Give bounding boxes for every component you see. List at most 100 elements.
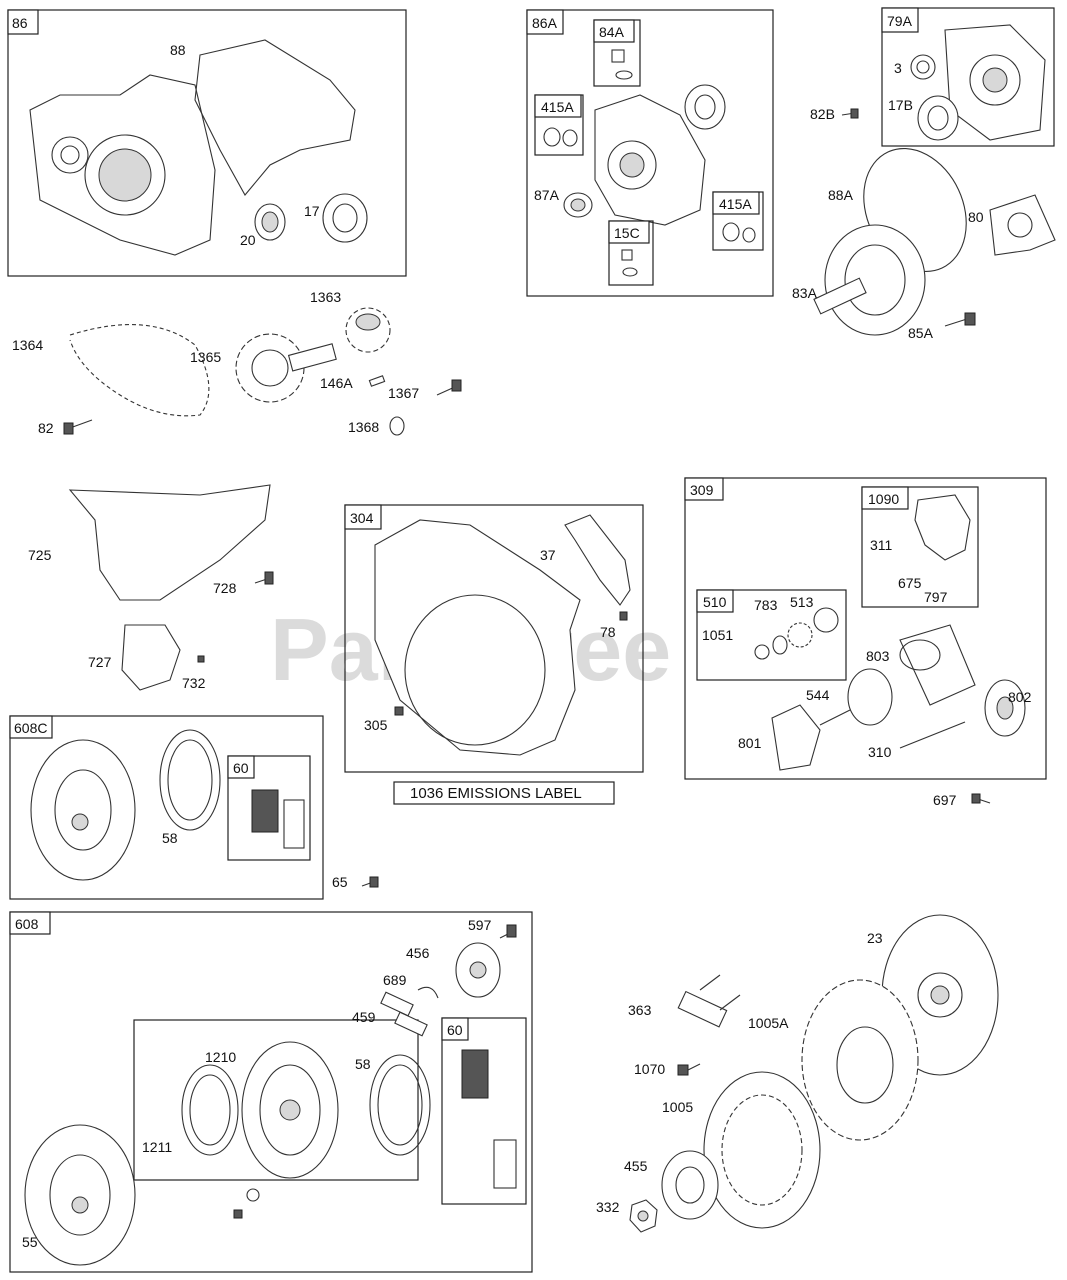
label-544[interactable]: 544	[806, 687, 830, 703]
group-60-tag-box-2	[441, 1017, 469, 1041]
seal-3	[910, 54, 936, 80]
label-82B[interactable]: 82B	[810, 106, 835, 122]
cover-727	[121, 624, 181, 691]
group-608-tag[interactable]: 608	[15, 916, 39, 932]
group-1090-tag[interactable]: 1090	[868, 491, 899, 507]
group-86A-box	[526, 9, 774, 297]
label-23[interactable]: 23	[867, 930, 883, 946]
gear-case-housing	[29, 74, 216, 256]
label-513[interactable]: 513	[790, 594, 814, 610]
group-60-tag-1[interactable]: 60	[233, 760, 249, 776]
label-82[interactable]: 82	[38, 420, 54, 436]
label-1211[interactable]: 1211	[142, 1139, 172, 1155]
group-304-tag[interactable]: 304	[350, 510, 374, 526]
group-608C-tag[interactable]: 608C	[14, 720, 47, 736]
group-60-tag-2[interactable]: 60	[447, 1022, 463, 1038]
group-304-tag-box	[344, 504, 382, 530]
bearing-86A	[684, 84, 726, 130]
group-309-tag[interactable]: 309	[690, 482, 714, 498]
label-1367[interactable]: 1367	[388, 385, 419, 401]
label-37[interactable]: 37	[540, 547, 556, 563]
label-305[interactable]: 305	[364, 717, 388, 733]
label-728[interactable]: 728	[213, 580, 237, 596]
group-510-tag-box	[696, 589, 734, 613]
label-58-a[interactable]: 58	[162, 830, 178, 846]
label-310[interactable]: 310	[868, 744, 892, 760]
label-1368[interactable]: 1368	[348, 419, 379, 435]
group-86-tag[interactable]: 86	[12, 15, 28, 31]
group-86A-tag[interactable]: 86A	[532, 15, 558, 31]
label-87A[interactable]: 87A	[534, 187, 560, 203]
plug-84A	[611, 49, 633, 80]
group-60-box-1	[227, 755, 311, 861]
label-1051[interactable]: 1051	[702, 627, 733, 643]
label-3[interactable]: 3	[894, 60, 902, 76]
label-80[interactable]: 80	[968, 209, 984, 225]
label-85A[interactable]: 85A	[908, 325, 934, 341]
label-1210[interactable]: 1210	[205, 1049, 236, 1065]
bolt-1367	[436, 379, 462, 396]
group-15C-tag[interactable]: 15C	[614, 225, 640, 241]
plug-415A-2	[722, 222, 756, 243]
label-697[interactable]: 697	[933, 792, 957, 808]
label-675[interactable]: 675	[898, 575, 922, 591]
label-597[interactable]: 597	[468, 917, 492, 933]
label-802[interactable]: 802	[1008, 689, 1032, 705]
group-415A-tag-2[interactable]: 415A	[719, 196, 752, 212]
label-1005[interactable]: 1005	[662, 1099, 693, 1115]
spring-1211	[181, 1064, 239, 1156]
label-88[interactable]: 88	[170, 42, 186, 58]
group-304-box	[344, 504, 644, 773]
label-727[interactable]: 727	[88, 654, 112, 670]
label-783[interactable]: 783	[754, 597, 778, 613]
label-17[interactable]: 17	[304, 203, 320, 219]
label-65[interactable]: 65	[332, 874, 348, 890]
label-456[interactable]: 456	[406, 945, 430, 961]
label-1070[interactable]: 1070	[634, 1061, 665, 1077]
label-455[interactable]: 455	[624, 1158, 648, 1174]
bolt-310	[899, 721, 966, 749]
label-17B[interactable]: 17B	[888, 97, 913, 113]
spring-58-a	[159, 729, 221, 831]
label-55[interactable]: 55	[22, 1234, 38, 1250]
label-58-b[interactable]: 58	[355, 1056, 371, 1072]
label-1363[interactable]: 1363	[310, 289, 341, 305]
label-363[interactable]: 363	[628, 1002, 652, 1018]
label-1365[interactable]: 1365	[190, 349, 221, 365]
seal-87A	[563, 192, 593, 218]
label-797[interactable]: 797	[924, 589, 948, 605]
group-309-tag-box	[684, 477, 724, 501]
label-459[interactable]: 459	[352, 1009, 376, 1025]
label-732[interactable]: 732	[182, 675, 206, 691]
group-608C-tag-box	[9, 715, 53, 739]
label-88A[interactable]: 88A	[828, 187, 854, 203]
label-83A[interactable]: 83A	[792, 285, 818, 301]
sprocket-1365	[235, 333, 337, 403]
guard-725	[68, 484, 271, 601]
group-608-box	[9, 911, 533, 1273]
label-803[interactable]: 803	[866, 648, 890, 664]
group-510-tag[interactable]: 510	[703, 594, 727, 610]
fan-1005A	[801, 979, 919, 1141]
label-20[interactable]: 20	[240, 232, 256, 248]
emissions-label[interactable]: 1036 EMISSIONS LABEL	[410, 785, 582, 802]
gasket-88	[194, 39, 356, 196]
label-311[interactable]: 311	[870, 537, 893, 553]
label-78[interactable]: 78	[600, 624, 616, 640]
label-801[interactable]: 801	[738, 735, 762, 751]
group-79A-tag[interactable]: 79A	[887, 13, 913, 29]
label-689[interactable]: 689	[383, 972, 407, 988]
group-86A-tag-box	[526, 9, 564, 35]
group-309-box	[684, 477, 1047, 780]
bolt-85A	[944, 312, 976, 327]
bearing-17B	[917, 95, 959, 141]
label-332[interactable]: 332	[596, 1199, 620, 1215]
starter-housing-55	[24, 1124, 136, 1266]
label-725[interactable]: 725	[28, 547, 52, 563]
cup-455	[661, 1150, 719, 1220]
label-1005A[interactable]: 1005A	[748, 1015, 789, 1031]
label-146A[interactable]: 146A	[320, 375, 353, 391]
group-415A-tag-1[interactable]: 415A	[541, 99, 574, 115]
label-1364[interactable]: 1364	[12, 337, 43, 353]
group-84A-tag[interactable]: 84A	[599, 24, 625, 40]
